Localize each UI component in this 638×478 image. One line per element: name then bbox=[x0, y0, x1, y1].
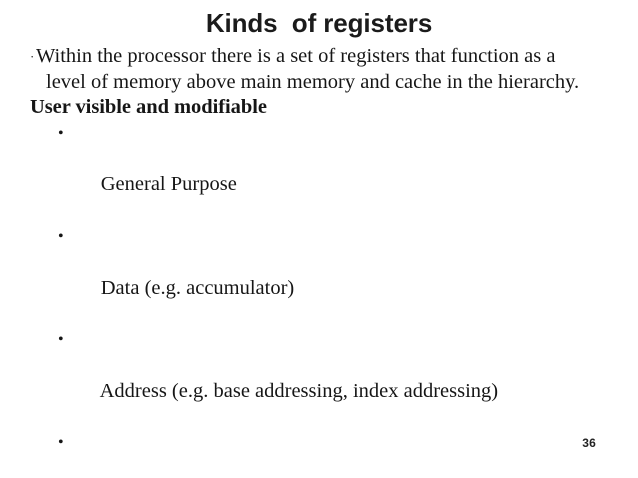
section-heading-user-visible: User visible and modifiable bbox=[30, 96, 267, 119]
list-item-label: Address (e.g. base addressing, index add… bbox=[99, 379, 499, 402]
page-title: Kinds of registers bbox=[205, 8, 433, 38]
bullet-round-icon: • bbox=[58, 331, 64, 349]
list-item: • Data (e.g. accumulator) bbox=[0, 224, 638, 327]
bullet-round-icon: • bbox=[58, 434, 64, 452]
slide-body: · Within the processor there is a set of… bbox=[0, 44, 638, 478]
list-item: • Address (e.g. base addressing, index a… bbox=[0, 327, 638, 430]
list-item: • Condition codes bbox=[0, 430, 638, 478]
bullet-dot-icon: · bbox=[30, 49, 35, 64]
bullet-round-icon: • bbox=[58, 227, 64, 245]
intro-line-1: Within the processor there is a set of r… bbox=[36, 45, 556, 67]
list-item: • General Purpose bbox=[0, 121, 638, 224]
bullet-item-intro: · Within the processor there is a set of… bbox=[0, 44, 638, 95]
list-item-label: Data (e.g. accumulator) bbox=[100, 276, 295, 299]
list-item-label: General Purpose bbox=[100, 173, 237, 196]
bullet-round-icon: • bbox=[58, 124, 64, 142]
page-number: 36 bbox=[582, 436, 596, 450]
intro-line-2: level of memory above main memory and ca… bbox=[46, 70, 580, 93]
